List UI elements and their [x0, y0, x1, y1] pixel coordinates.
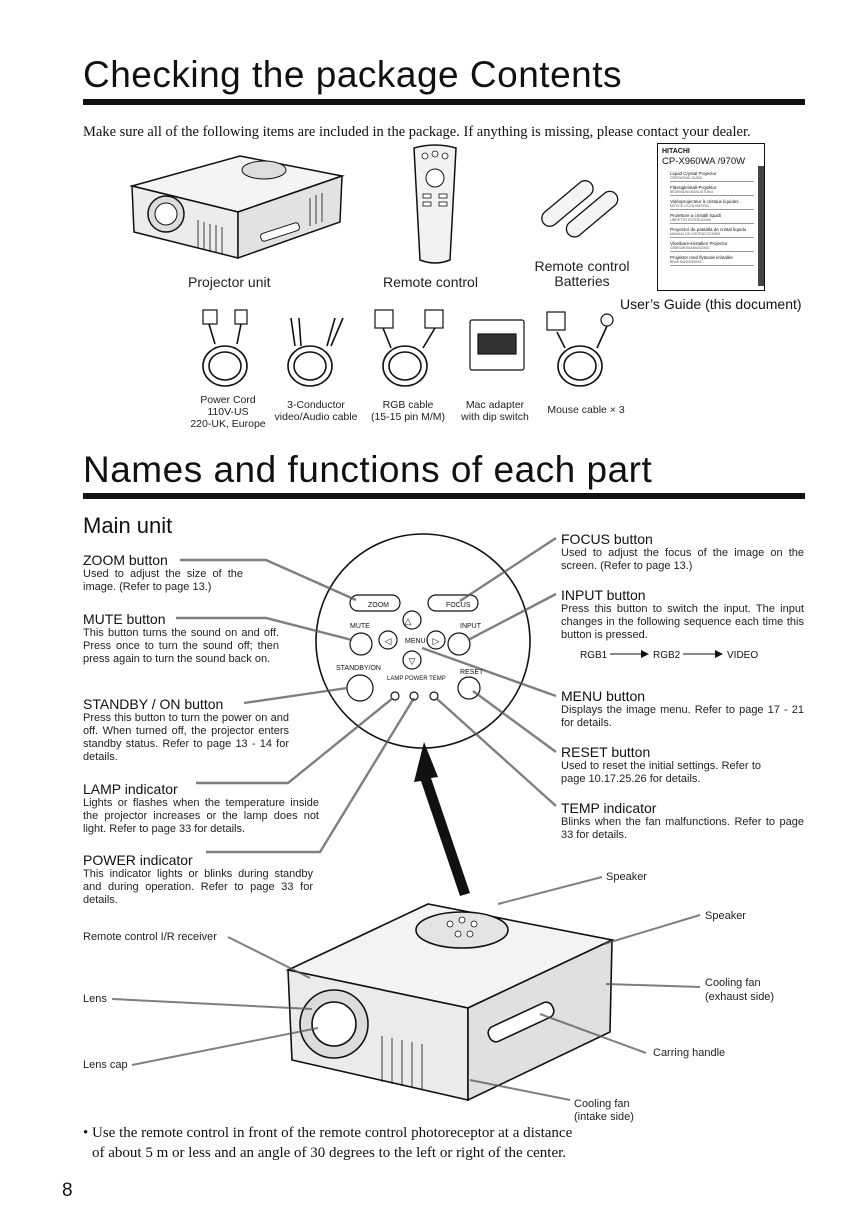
panel-standby-text: STANDBY/ON: [336, 665, 381, 672]
label-remote-control: Remote control: [383, 274, 478, 290]
fan-exhaust-line2: (exhaust side): [705, 990, 774, 1004]
guide-brand: HITACHI: [662, 148, 764, 155]
label-batteries-line1: Remote control: [527, 259, 637, 274]
section-title-parts: Names and functions of each part: [83, 449, 652, 491]
input-key: [448, 633, 470, 655]
power-cord-line1: Power Cord: [185, 394, 271, 406]
label-batteries: Remote control Batteries: [527, 259, 637, 289]
panel-menu-text: MENU: [405, 638, 426, 645]
input-seq-rgb2: RGB2: [653, 650, 681, 661]
title-rule: [83, 99, 805, 105]
callout-speaker-1: Speaker: [606, 871, 647, 883]
guide-language-entry: Vloeibare-kristallen ProjectorGEBRUIKSAA…: [670, 241, 754, 252]
input-seq-rgb1: RGB1: [580, 650, 608, 661]
label-rgb-cable: RGB cable (15-15 pin M/M): [365, 399, 451, 423]
svg-text:▷: ▷: [433, 636, 440, 646]
callout-ir-receiver: Remote control I/R receiver: [83, 931, 217, 943]
callout-lens-cap: Lens cap: [83, 1059, 128, 1071]
input-seq-video: VIDEO: [727, 650, 758, 661]
rgb-cable-line1: RGB cable: [365, 399, 451, 411]
guide-language-subtitle: OPERATING GUIDE: [670, 176, 754, 180]
parts-title-rule: [83, 493, 805, 499]
panel-pointer-arrow: [414, 742, 470, 896]
label-projector-unit: Projector unit: [188, 274, 270, 290]
av-cable-line2: video/Audio cable: [270, 411, 362, 423]
batteries-illustration: [535, 166, 625, 246]
panel-indicators-text: LAMP POWER TEMP: [387, 676, 446, 682]
panel-focus-text: FOCUS: [446, 602, 471, 609]
label-batteries-line2: Batteries: [527, 274, 637, 289]
mac-adapter-line1: Mac adapter: [453, 399, 537, 411]
svg-text:◁: ◁: [385, 636, 392, 646]
guide-tab-strip: [758, 166, 764, 286]
standby-key: [347, 675, 373, 701]
guide-language-subtitle: BEDIENUNGSANLEITUNG: [670, 190, 754, 194]
fan-intake-line1: Cooling fan: [574, 1098, 634, 1111]
fan-exhaust-line1: Cooling fan: [705, 976, 774, 990]
power-cord-line2: 110V-US: [185, 406, 271, 418]
label-av-cable: 3-Conductor video/Audio cable: [270, 399, 362, 423]
guide-language-subtitle: LIBRETTO D'ISTRUZIONI: [670, 218, 754, 222]
label-mac-adapter: Mac adapter with dip switch: [453, 399, 537, 423]
main-unit-diagram: ZOOM FOCUS MUTE INPUT MENU STANDBY/ON RE…: [0, 500, 868, 1140]
projector-illustration: [120, 142, 350, 272]
rgb-cable-line2: (15-15 pin M/M): [365, 411, 451, 423]
remote-illustration: [410, 142, 460, 270]
panel-input-text: INPUT: [460, 623, 482, 630]
panel-mute-text: MUTE: [350, 623, 370, 630]
callout-carrying-handle: Carring handle: [653, 1047, 725, 1059]
label-power-cord: Power Cord 110V-US 220-UK, Europe: [185, 394, 271, 430]
guide-language-subtitle: GEBRUIKSAANWIJZING: [670, 246, 754, 250]
svg-text:▽: ▽: [409, 656, 416, 666]
guide-language-subtitle: MANUAL DE INSTRUCCIONES: [670, 232, 754, 236]
guide-model: CP-X960WA /970W: [662, 156, 764, 167]
power-cord-line3: 220-UK, Europe: [185, 418, 271, 430]
page-number: 8: [62, 1180, 73, 1202]
label-mouse-cable: Mouse cable × 3: [541, 404, 631, 416]
projector-main-illustration: [288, 904, 612, 1100]
svg-text:△: △: [405, 616, 412, 626]
mute-key: [350, 633, 372, 655]
reset-key: [458, 677, 480, 699]
guide-language-entry: Proyector de pantalla de cristal líquido…: [670, 227, 754, 238]
callout-fan-intake: Cooling fan (intake side): [574, 1098, 634, 1124]
callout-lens: Lens: [83, 993, 107, 1005]
panel-zoom-text: ZOOM: [368, 602, 389, 609]
guide-language-subtitle: BRUKSANVISNING: [670, 260, 754, 264]
note-line-2: of about 5 m or less and an angle of 30 …: [83, 1143, 643, 1163]
av-cable-line1: 3-Conductor: [270, 399, 362, 411]
callout-fan-exhaust: Cooling fan (exhaust side): [705, 976, 774, 1004]
users-guide-cover: HITACHI CP-X960WA /970W Liquid Crystal P…: [657, 143, 765, 291]
intro-paragraph: Make sure all of the following items are…: [83, 122, 805, 143]
section-title-package: Checking the package Contents: [83, 54, 622, 96]
label-users-guide: User’s Guide (this document): [620, 296, 802, 312]
mac-adapter-line2: with dip switch: [453, 411, 537, 423]
cables-illustration: [195, 304, 635, 399]
remote-usage-note: • Use the remote control in front of the…: [83, 1123, 643, 1163]
callout-speaker-2: Speaker: [705, 910, 746, 922]
note-line-1: • Use the remote control in front of the…: [83, 1123, 643, 1143]
guide-language-subtitle: NOTICE D'UTILISATION: [670, 204, 754, 208]
